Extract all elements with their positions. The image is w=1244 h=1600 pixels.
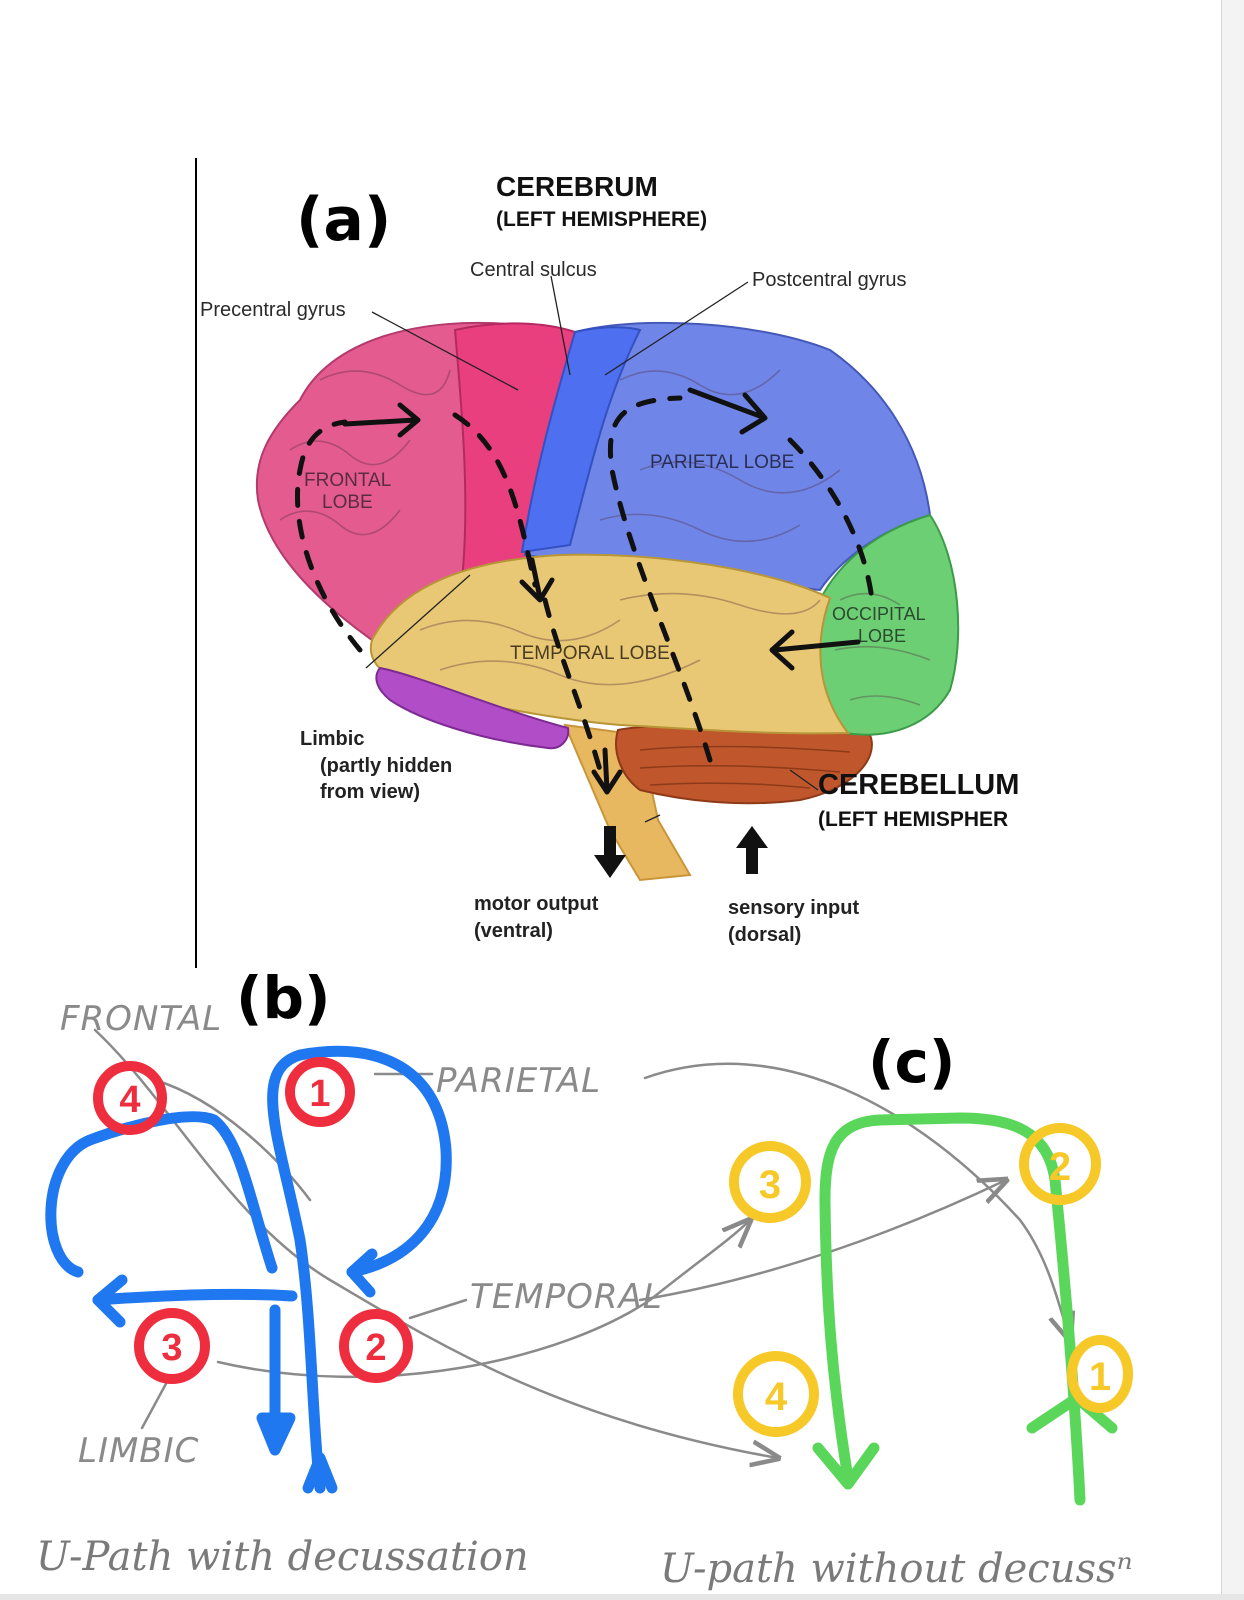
blue-path-frontal-loop: [45, 1111, 278, 1278]
connector-limbic-to-b3: [140, 1378, 170, 1430]
leader-lines: [365, 275, 819, 823]
blue-arrowhead-down-icon: [256, 1412, 296, 1456]
connector-parietal-to-c1: [643, 1062, 1070, 1340]
label-limbic-line1: Limbic: [300, 728, 364, 750]
marker-c-1: 1: [1067, 1335, 1133, 1413]
cerebellum-subtitle: (LEFT HEMISPHER: [818, 808, 1008, 831]
pencil-label-parietal: PARIETAL: [436, 1061, 601, 1101]
green-arrowhead-down-icon: [812, 1442, 880, 1490]
svg-text:1: 1: [309, 1073, 330, 1115]
panel-c: (c) 3 2 4 1 U-path: [660, 1028, 1133, 1592]
label-sensory-input-line2: (dorsal): [728, 924, 801, 946]
label-motor-output-line2: (ventral): [474, 920, 553, 942]
marker-c-2: 2: [1019, 1123, 1101, 1205]
svg-text:4: 4: [765, 1375, 788, 1419]
panel-b: (b) FRONTAL PARIETAL TEMPORAL LIMBIC: [36, 964, 1070, 1580]
pencil-label-temporal: TEMPORAL: [470, 1277, 663, 1317]
marker-b-4: 4: [93, 1061, 167, 1135]
label-limbic-line3: from view): [320, 781, 420, 803]
label-postcentral-gyrus: Postcentral gyrus: [752, 269, 907, 291]
marker-b-1: 1: [285, 1057, 355, 1127]
postcentral-gyrus: [520, 326, 642, 554]
pathway-limbic-frontal: [295, 419, 363, 653]
blue-arrowhead-up-icon: [302, 1452, 338, 1494]
limbic-region: [375, 666, 570, 750]
page-bottom-edge: [0, 1594, 1244, 1600]
marker-c-3: 3: [729, 1141, 811, 1223]
svg-text:2: 2: [365, 1327, 386, 1369]
marker-b-3: 3: [134, 1308, 210, 1384]
marker-c-4: 4: [733, 1351, 819, 1437]
blue-path-to-limbic: [92, 1288, 298, 1306]
motor-output-arrow-icon: [594, 826, 626, 878]
connector-limbic-to-c3: [216, 1220, 750, 1379]
label-parietal-lobe: PARIETAL LOBE: [650, 452, 794, 473]
label-occipital-lobe-line2: LOBE: [858, 626, 906, 646]
label-frontal-lobe-line2: LOBE: [322, 492, 373, 513]
cerebellum-title: CEREBELLUM: [818, 769, 1019, 801]
arrow-motor-down-icon: [591, 747, 623, 795]
dashed-pathways: [295, 395, 875, 773]
pathway-sensory-ascending: [607, 395, 713, 763]
label-sensory-input-line1: sensory input: [728, 897, 859, 919]
svg-text:3: 3: [759, 1163, 781, 1207]
connector-b4-tail: [153, 1078, 312, 1202]
sensory-input-arrow-icon: [736, 826, 768, 874]
label-limbic-line2: (partly hidden: [320, 755, 452, 777]
svg-text:3: 3: [161, 1327, 182, 1369]
arrow-temporal-down-icon: [519, 557, 555, 603]
panel-b-markers: 4 1 3 2: [93, 1057, 413, 1384]
blue-path-ascending-loop: [267, 1045, 452, 1494]
panel-a-tag: (a): [296, 185, 391, 255]
label-temporal-lobe: TEMPORAL LOBE: [510, 643, 670, 664]
arrow-frontal-right-icon: [342, 402, 421, 438]
caption-b: U-Path with decussation: [36, 1534, 529, 1580]
blue-u-path: [45, 1045, 452, 1494]
panel-c-tag: (c): [868, 1028, 955, 1096]
pathway-precentral-temporal: [452, 412, 538, 588]
label-motor-output-line1: motor output: [474, 893, 599, 915]
cerebrum-title: CEREBRUM: [496, 171, 658, 202]
panel-c-markers: 3 2 4 1: [729, 1123, 1133, 1437]
blue-arrowhead-3-icon: [92, 1274, 128, 1328]
label-central-sulcus: Central sulcus: [470, 259, 597, 281]
arrow-parietal-right-icon: [687, 387, 768, 435]
page-right-edge: [1221, 0, 1244, 1600]
label-precentral-gyrus: Precentral gyrus: [200, 299, 346, 321]
pencil-label-limbic: LIMBIC: [78, 1431, 199, 1471]
label-frontal-lobe-line1: FRONTAL: [304, 470, 391, 491]
green-path-arch: [819, 1112, 1086, 1506]
svg-text:2: 2: [1049, 1145, 1071, 1189]
marker-b-2: 2: [339, 1309, 413, 1383]
svg-text:4: 4: [119, 1079, 140, 1121]
brain-illustration: [255, 321, 960, 882]
label-occipital-lobe-line1: OCCIPITAL: [832, 604, 926, 624]
cerebrum-subtitle: (LEFT HEMISPHERE): [496, 208, 707, 231]
pathway-parietal-occipital: [787, 437, 875, 603]
panel-b-tag: (b): [236, 964, 331, 1032]
solid-pathway-arrows: [342, 387, 861, 795]
connector-temporal-to-b2: [408, 1298, 468, 1320]
blue-arrowhead-2-icon: [346, 1248, 378, 1298]
panel-a: (a) CEREBRUM (LEFT HEMISPHERE): [195, 158, 1019, 968]
svg-text:1: 1: [1089, 1355, 1111, 1399]
caption-c: U-path without decussⁿ: [660, 1546, 1133, 1592]
arrow-occipital-left-icon: [769, 629, 861, 671]
pencil-label-frontal: FRONTAL: [60, 999, 222, 1039]
